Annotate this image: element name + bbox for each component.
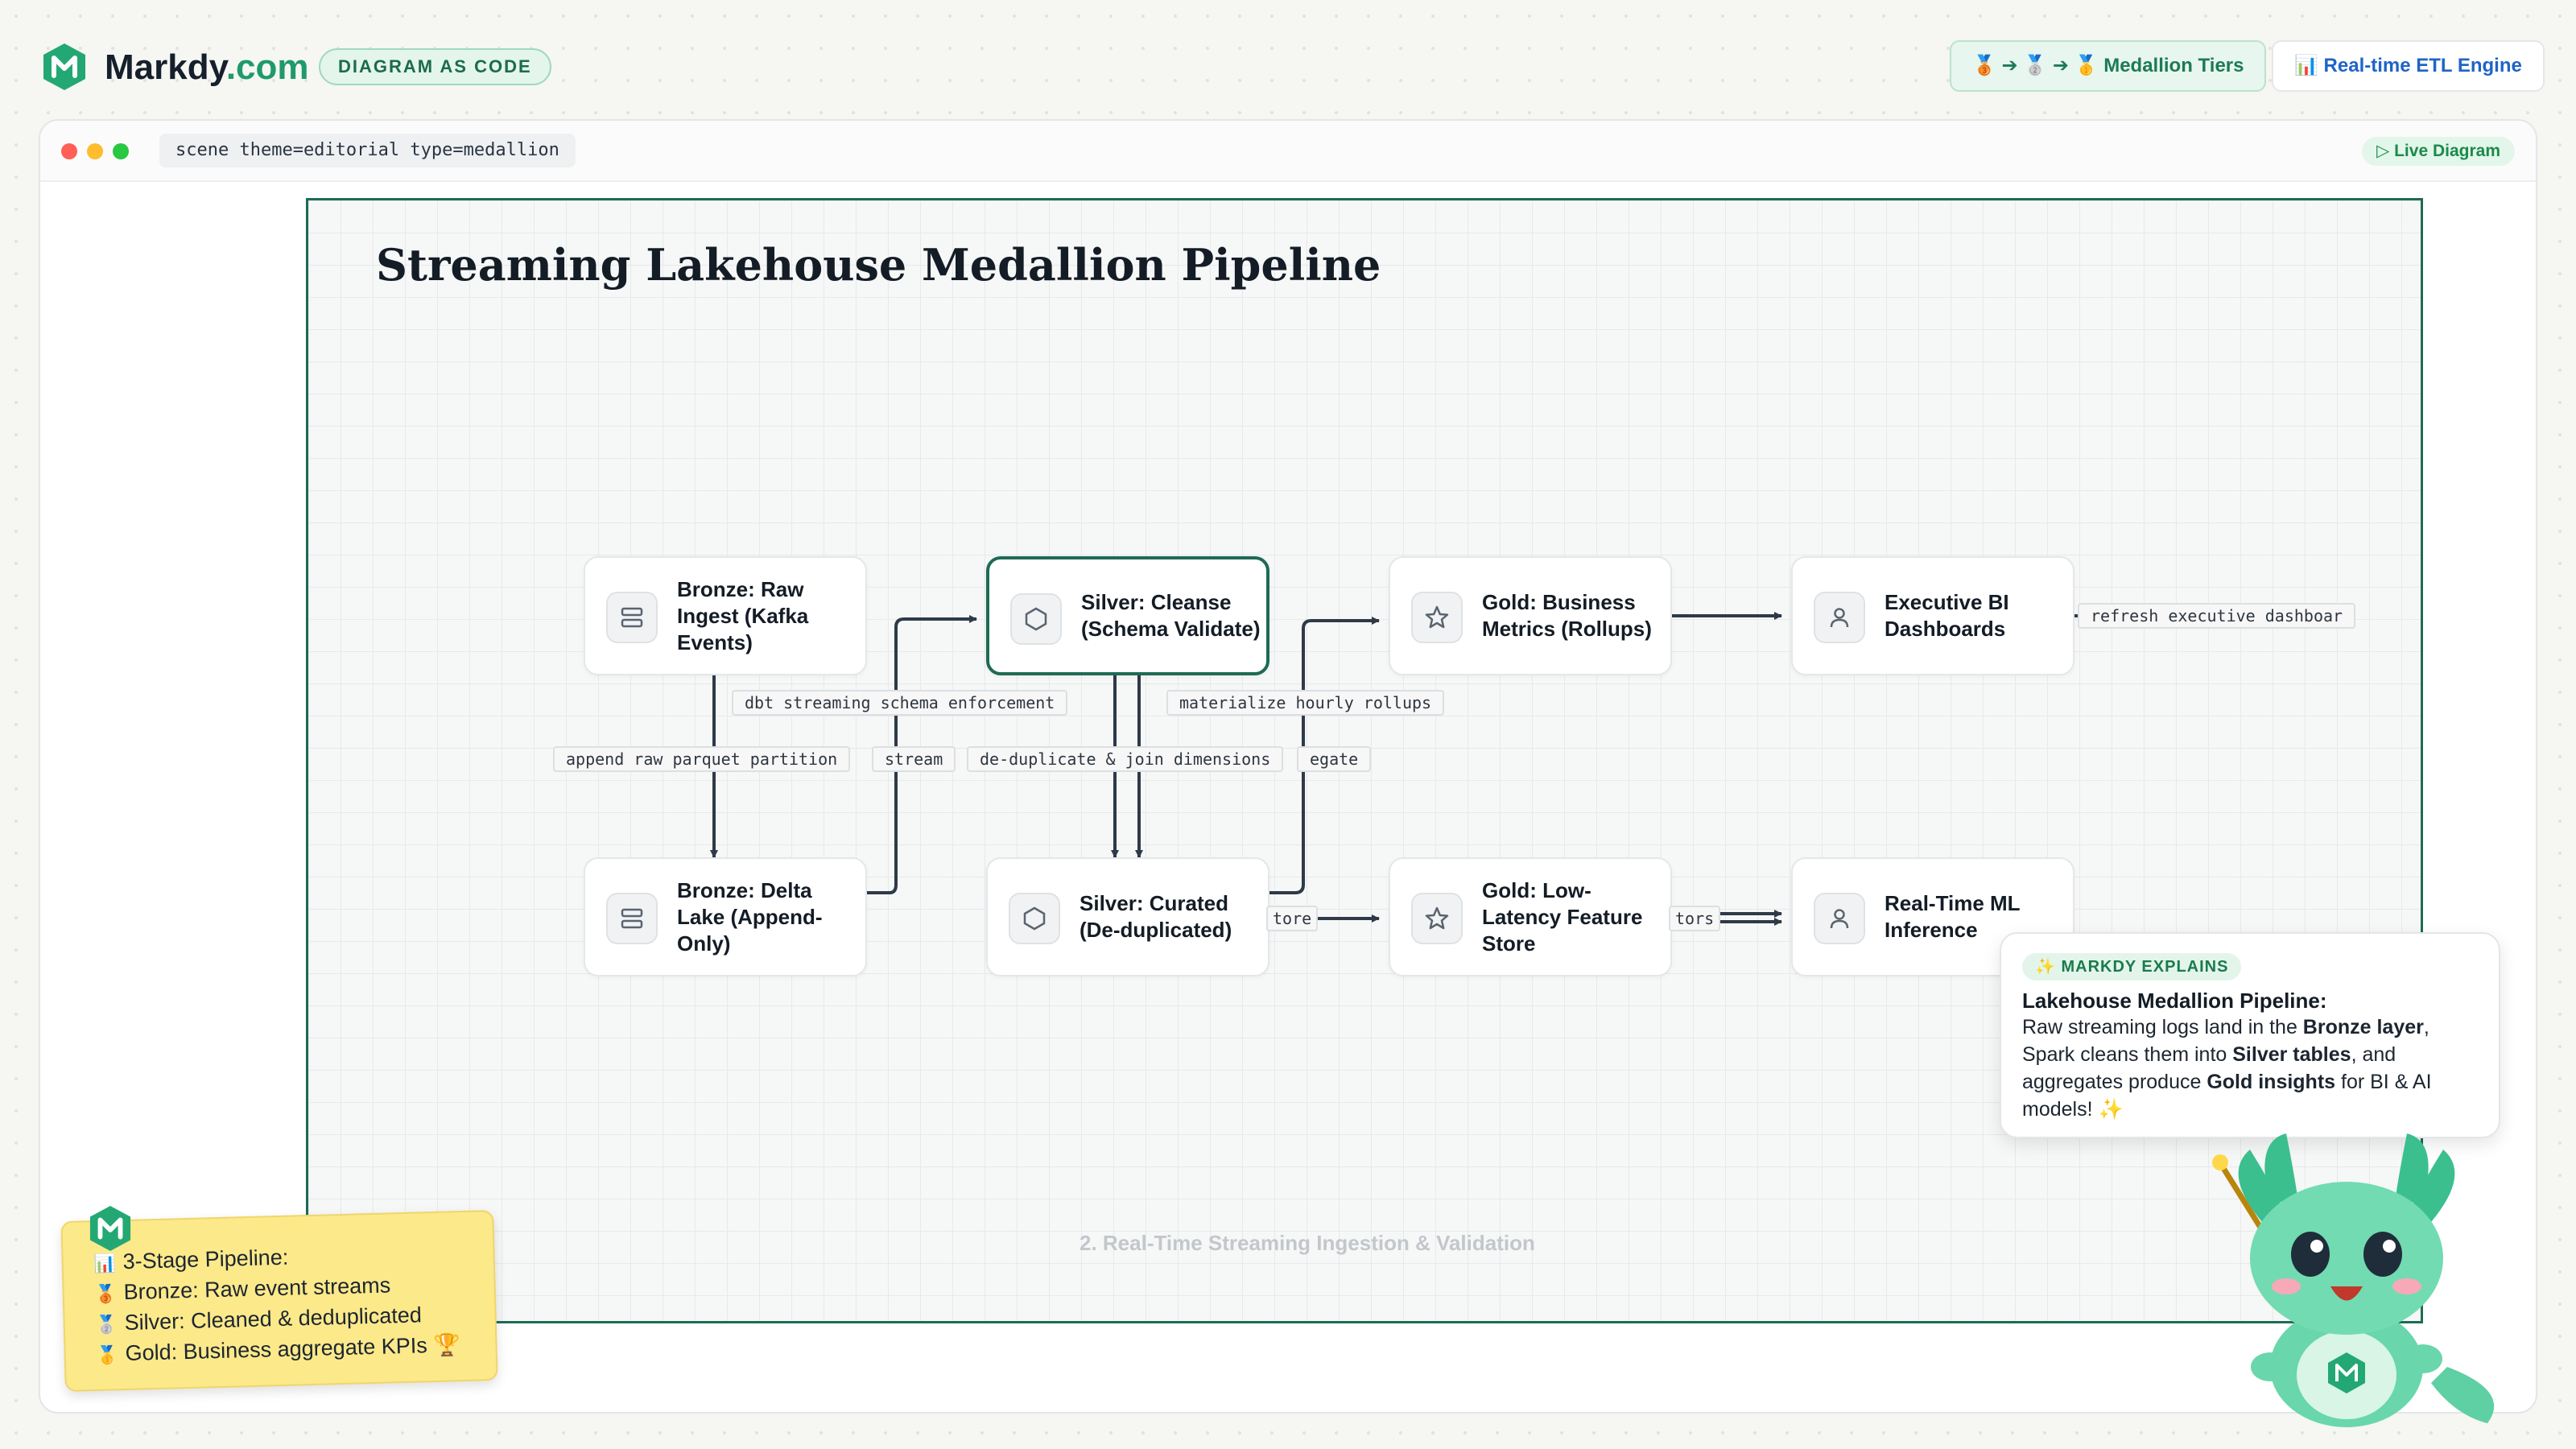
node-silver-curated[interactable]: Silver: Curated (De-duplicated) xyxy=(986,857,1269,976)
edge-label-materialize: materialize hourly rollups xyxy=(1166,690,1445,716)
brand-name[interactable]: Markdy.com xyxy=(105,47,309,87)
edge-label-aggregate: egate xyxy=(1297,746,1372,772)
live-diagram-badge[interactable]: ▷ Live Diagram xyxy=(2362,137,2515,166)
edge-label-append: append raw parquet partition xyxy=(553,746,851,772)
node-bronze-delta-lake[interactable]: Bronze: Delta Lake (Append-Only) xyxy=(584,857,867,976)
edge-label-dbt: dbt streaming schema enforcement xyxy=(732,690,1068,716)
node-executive-bi[interactable]: Executive BI Dashboards xyxy=(1791,556,2074,675)
markdy-pin-icon xyxy=(89,1206,131,1251)
node-ml-inference[interactable]: Real-Time ML Inference xyxy=(1791,857,2074,976)
person-icon xyxy=(1814,893,1865,944)
node-label: Silver: Cleanse (Schema Validate) xyxy=(1081,590,1261,641)
silver-medal-icon: 🥈 xyxy=(95,1314,118,1335)
node-gold-feature-store[interactable]: Gold: Low-Latency Feature Store xyxy=(1389,857,1672,976)
bronze-medal-icon: 🥉 xyxy=(94,1283,118,1304)
brand-suffix: .com xyxy=(225,47,309,87)
star-icon xyxy=(1411,893,1463,944)
edge-label-dedup: de-duplicate & join dimensions xyxy=(967,746,1284,772)
node-label: Gold: Business Metrics (Rollups) xyxy=(1482,590,1652,641)
markdy-logo-icon xyxy=(43,43,85,90)
edge-label-refresh: refresh executive dashboar xyxy=(2078,603,2356,629)
database-icon xyxy=(606,893,658,944)
person-icon xyxy=(1814,592,1865,643)
maximize-dot-icon[interactable] xyxy=(113,143,129,159)
editor-window: scene theme=editorial type=medallion ▷ L… xyxy=(39,119,2537,1414)
edge-label-stream: stream xyxy=(872,746,956,772)
hexagon-icon xyxy=(1010,593,1062,645)
node-gold-business-metrics[interactable]: Gold: Business Metrics (Rollups) xyxy=(1389,556,1672,675)
realtime-etl-button[interactable]: 📊 Real-time ETL Engine xyxy=(2272,40,2545,92)
markdy-explains-bubble: ✨ MARKDY EXPLAINS Lakehouse Medallion Pi… xyxy=(2000,932,2500,1138)
bubble-heading: Lakehouse Medallion Pipeline: xyxy=(2022,989,2327,1013)
gold-medal-icon: 🥇 xyxy=(96,1344,119,1365)
node-bronze-raw-ingest[interactable]: Bronze: Raw Ingest (Kafka Events) xyxy=(584,556,867,675)
close-dot-icon[interactable] xyxy=(61,143,77,159)
chart-icon: 📊 xyxy=(93,1253,117,1274)
bubble-body: Raw streaming logs land in the Bronze la… xyxy=(2022,1016,2432,1121)
axolotl-mascot-icon xyxy=(2212,1133,2495,1427)
diagram-as-code-badge: DIAGRAM AS CODE xyxy=(319,48,551,85)
canvas-caption: 2. Real-Time Streaming Ingestion & Valid… xyxy=(1080,1231,1535,1255)
hexagon-icon xyxy=(1009,893,1060,944)
window-titlebar: scene theme=editorial type=medallion ▷ L… xyxy=(40,121,2536,182)
edge-label-vectors: tors xyxy=(1669,906,1721,931)
node-label: Executive BI Dashboards xyxy=(1885,590,2009,641)
node-silver-cleanse[interactable]: Silver: Cleanse (Schema Validate) xyxy=(986,556,1269,675)
markdy-explains-tag: ✨ MARKDY EXPLAINS xyxy=(2022,953,2242,980)
node-label: Bronze: Raw Ingest (Kafka Events) xyxy=(677,576,809,654)
star-icon xyxy=(1411,592,1463,643)
node-label: Silver: Curated (De-duplicated) xyxy=(1080,891,1232,942)
node-label: Bronze: Delta Lake (Append-Only) xyxy=(677,877,823,956)
scene-code-chip: scene theme=editorial type=medallion xyxy=(159,134,576,167)
medallion-tiers-button[interactable]: 🥉 ➔ 🥈 ➔ 🥇 Medallion Tiers xyxy=(1950,40,2267,92)
minimize-dot-icon[interactable] xyxy=(87,143,103,159)
diagram-title: Streaming Lakehouse Medallion Pipeline xyxy=(376,239,1381,291)
database-icon xyxy=(606,592,658,643)
node-label: Real-Time ML Inference xyxy=(1885,891,2021,942)
node-label: Gold: Low-Latency Feature Store xyxy=(1482,877,1643,956)
diagram-canvas: Streaming Lakehouse Medallion Pipeline xyxy=(306,198,2423,1323)
edge-label-store: tore xyxy=(1266,906,1319,931)
